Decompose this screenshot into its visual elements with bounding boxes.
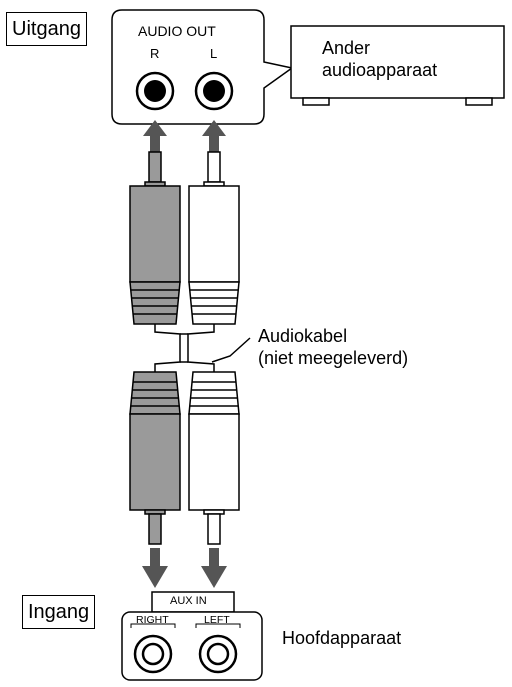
left-label: LEFT: [204, 614, 230, 626]
output-jack-left: [194, 71, 234, 111]
bottom-plug-white: [188, 371, 240, 545]
input-jack-left: [198, 634, 238, 674]
arrow-down-left-channel: [201, 548, 227, 588]
top-plug-red: [129, 151, 181, 325]
input-jack-right: [133, 634, 173, 674]
right-label: RIGHT: [136, 614, 169, 626]
audio-out-label: AUDIO OUT: [138, 23, 216, 39]
cable-label-line2: (niet meegeleverd): [258, 348, 409, 368]
other-device-label-line1: Ander: [322, 38, 371, 58]
aux-in-label: AUX IN: [170, 595, 207, 607]
arrow-up-left-channel: [202, 120, 226, 152]
arrow-up-right-channel: [143, 120, 167, 152]
output-jack-right: [135, 71, 175, 111]
cable-label-leader: [211, 337, 251, 363]
input-label: Ingang: [22, 595, 96, 629]
l-label: L: [210, 46, 218, 61]
r-label: R: [150, 46, 160, 61]
bottom-plug-red: [129, 371, 181, 545]
main-unit-label: Hoofdapparaat: [282, 628, 402, 648]
output-label: Uitgang: [6, 12, 87, 46]
other-device-label-line2: audioapparaat: [322, 60, 438, 80]
audio-cable: [154, 324, 215, 372]
top-plug-white: [188, 151, 240, 325]
other-audio-device: [290, 25, 505, 106]
cable-label-line1: Audiokabel: [258, 326, 348, 346]
arrow-down-right-channel: [142, 548, 168, 588]
